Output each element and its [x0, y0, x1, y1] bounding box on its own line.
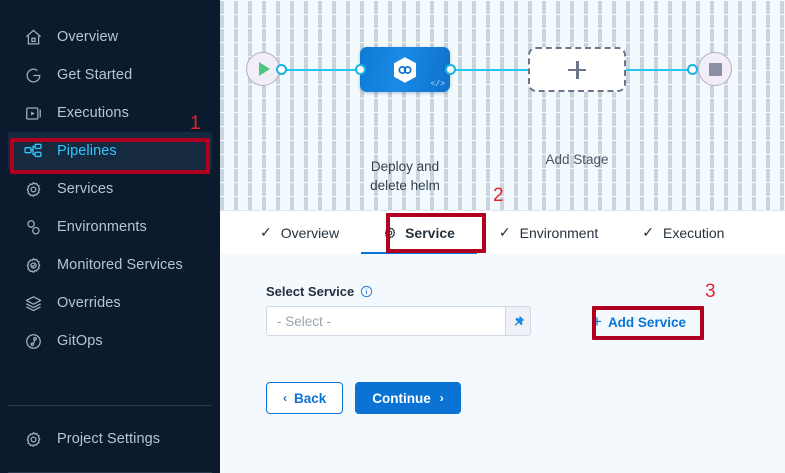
- pipeline-flow: </> Deploy and delete helm Add Stage: [220, 47, 785, 193]
- back-button-label: Back: [294, 390, 327, 406]
- gear-icon: [22, 178, 44, 200]
- sidebar: Overview Get Started Executions: [0, 0, 220, 473]
- main-area: </> Deploy and delete helm Add Stage: [220, 0, 785, 473]
- continue-button[interactable]: Continue ›: [355, 382, 461, 414]
- sidebar-settings-zone: Project Settings: [0, 391, 220, 473]
- tab-label: Service: [405, 224, 455, 241]
- tab-label: Execution: [662, 224, 725, 241]
- check-icon: ✓: [642, 224, 654, 240]
- tab-overview[interactable]: ✓ Overview: [238, 211, 361, 255]
- start-port[interactable]: [276, 64, 287, 75]
- pipeline-canvas[interactable]: </> Deploy and delete helm Add Stage: [220, 0, 785, 210]
- connector-wire-1: [282, 69, 360, 71]
- plus-icon: [568, 60, 586, 79]
- environments-icon: [22, 216, 44, 238]
- add-service-button[interactable]: + Add Service: [592, 312, 686, 332]
- connector-wire-3: [626, 69, 691, 71]
- sidebar-item-gitops[interactable]: GitOps: [8, 322, 212, 360]
- sidebar-item-label: Overview: [57, 29, 119, 45]
- service-form: Select Service - Select - + Add Service: [220, 254, 785, 473]
- sidebar-item-label: GitOps: [57, 333, 103, 349]
- executions-icon: [22, 102, 44, 124]
- tab-execution[interactable]: ✓ Execution: [620, 211, 746, 255]
- gear-icon: [383, 226, 397, 240]
- check-icon: ✓: [498, 224, 511, 240]
- sidebar-item-executions[interactable]: Executions: [8, 94, 212, 132]
- add-service-label: Add Service: [607, 314, 686, 330]
- sidebar-divider-top: [8, 405, 212, 406]
- add-stage-button[interactable]: [528, 47, 626, 92]
- info-icon[interactable]: [360, 285, 373, 298]
- layers-icon: [22, 292, 44, 314]
- add-stage-label: Add Stage: [545, 152, 609, 167]
- tab-label: Environment: [519, 224, 599, 241]
- sidebar-item-label: Services: [57, 181, 114, 197]
- sidebar-item-label: Get Started: [57, 67, 133, 83]
- stage-node-label: Deploy and delete helm: [370, 159, 440, 193]
- stage-tabbar: ✓ Overview Service ✓ Environment ✓ Execu…: [220, 210, 785, 255]
- sidebar-item-label: Monitored Services: [57, 257, 183, 273]
- sidebar-item-environments[interactable]: Environments: [8, 208, 212, 246]
- continue-button-label: Continue: [372, 390, 431, 406]
- code-badge-icon: </>: [430, 80, 445, 89]
- chevron-right-icon: ›: [439, 391, 444, 405]
- sidebar-item-label: Pipelines: [57, 143, 117, 159]
- pin-icon[interactable]: [506, 306, 531, 336]
- annotation-number-3: 3: [705, 281, 716, 302]
- form-button-row: ‹ Back Continue ›: [266, 382, 785, 414]
- check-icon: ✓: [260, 224, 272, 240]
- sidebar-item-overview[interactable]: Overview: [8, 18, 212, 56]
- home-icon: [22, 26, 44, 48]
- sidebar-item-services[interactable]: Services: [8, 170, 212, 208]
- gear-icon: [22, 428, 44, 450]
- annotation-number-1: 1: [190, 113, 201, 134]
- stage-output-port[interactable]: [445, 64, 456, 75]
- chevron-left-icon: ‹: [283, 391, 287, 405]
- plus-icon: +: [592, 312, 602, 331]
- stage-node-deploy-and-delete-helm[interactable]: </>: [360, 47, 450, 92]
- gitops-icon: [22, 330, 44, 352]
- stage-input-port[interactable]: [355, 64, 366, 75]
- pipeline-start-node[interactable]: [246, 52, 280, 86]
- sidebar-item-overrides[interactable]: Overrides: [8, 284, 212, 322]
- sidebar-item-pipelines[interactable]: Pipelines: [8, 132, 212, 170]
- tab-environment[interactable]: ✓ Environment: [477, 211, 620, 255]
- pipeline-end-node[interactable]: [698, 52, 732, 86]
- select-service-row: - Select -: [266, 306, 785, 336]
- sidebar-item-get-started[interactable]: Get Started: [8, 56, 212, 94]
- select-service-label: Select Service: [266, 284, 785, 299]
- sidebar-item-label: Project Settings: [57, 431, 161, 447]
- sidebar-item-project-settings[interactable]: Project Settings: [8, 420, 212, 458]
- hexagon-link-icon: [392, 56, 418, 84]
- play-icon: [259, 62, 270, 76]
- monitored-services-icon: [22, 254, 44, 276]
- sidebar-item-label: Environments: [57, 219, 147, 235]
- sidebar-item-monitored-services[interactable]: Monitored Services: [8, 246, 212, 284]
- end-port[interactable]: [687, 64, 698, 75]
- get-started-icon: [22, 64, 44, 86]
- connector-wire-2: [451, 69, 531, 71]
- stop-icon: [708, 62, 722, 76]
- select-service-input[interactable]: - Select -: [266, 306, 506, 336]
- sidebar-item-label: Executions: [57, 105, 129, 121]
- sidebar-item-label: Overrides: [57, 295, 121, 311]
- tab-label: Overview: [280, 224, 340, 241]
- back-button[interactable]: ‹ Back: [266, 382, 344, 414]
- tab-service[interactable]: Service: [361, 211, 477, 255]
- pipelines-icon: [22, 140, 44, 162]
- annotation-number-2: 2: [493, 185, 504, 206]
